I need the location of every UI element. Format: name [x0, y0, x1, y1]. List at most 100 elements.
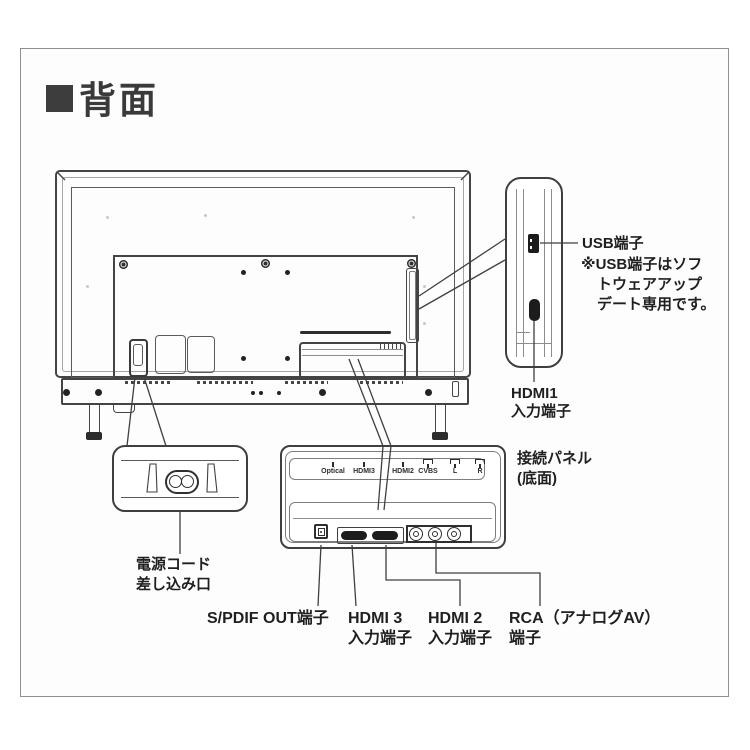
spdif-label: S/PDIF OUT端子 [207, 610, 329, 627]
screw-icon [259, 391, 263, 395]
rca-jack-center [451, 531, 457, 537]
screw-icon [119, 260, 128, 269]
usb-note-line3: デート専用です。 [597, 296, 716, 313]
usb-label: USB端子 [582, 235, 644, 252]
screw-icon [285, 270, 290, 275]
page-title: 背面 [46, 70, 159, 124]
screw-icon [277, 391, 281, 395]
port-tray [289, 502, 496, 542]
stand-leg-right [435, 404, 446, 433]
stand-bar [61, 378, 469, 405]
usb-port-notch [530, 239, 532, 242]
title-bullet-square [46, 85, 73, 112]
rca-plug-icon [423, 459, 433, 464]
vent-strip [360, 381, 403, 384]
power-caption-line1: 電源コード [136, 556, 212, 573]
side-panel-groove [551, 189, 552, 357]
vent-strip [125, 381, 171, 384]
hdmi2-port [372, 531, 398, 540]
vent-strip [285, 381, 328, 384]
screw-icon [319, 389, 326, 396]
rca-plug-icon [427, 464, 429, 468]
hdmi3-label-line2: 入力端子 [348, 630, 413, 647]
hdmi3-port [341, 531, 367, 540]
label-sticker [187, 336, 215, 373]
screw-mark-icon [106, 216, 109, 219]
io-housing-comb [388, 344, 389, 349]
rca-jack [409, 527, 423, 541]
hdmi1-label-line2: 入力端子 [511, 403, 572, 420]
rca-plug-icon [450, 459, 460, 464]
screw-mark-icon [423, 322, 426, 325]
port-tick-icon [332, 462, 334, 467]
c7-inlet-hole [181, 475, 194, 488]
screw-icon [95, 389, 102, 396]
screw-icon [63, 389, 70, 396]
screw-icon [285, 356, 290, 361]
stand-foot-left [86, 432, 102, 440]
io-housing-comb [396, 344, 397, 349]
rca-label-line1: RCA（アナログAV） [509, 610, 661, 627]
power-inlet-port-inner [133, 344, 143, 366]
optical-port-inner [318, 528, 325, 536]
io-port-housing [299, 342, 406, 379]
screw-icon [251, 391, 255, 395]
side-panel-groove [523, 189, 524, 357]
stand-foot-right [432, 432, 448, 440]
side-panel-groove [516, 189, 517, 357]
io-housing-comb [400, 344, 401, 349]
port-label-optical: Optical [321, 468, 345, 475]
hdmi1-port [529, 299, 540, 321]
port-label-l: L [452, 468, 458, 475]
rca-jack [447, 527, 461, 541]
rca-jack [428, 527, 442, 541]
connection-panel-caption-line2: (底面) [517, 470, 557, 487]
io-housing-comb [392, 344, 393, 349]
screw-icon [425, 389, 432, 396]
port-label-hdmi2: HDMI2 [392, 468, 414, 475]
port-tray-shelf [293, 518, 492, 519]
page-title-text: 背面 [79, 80, 159, 121]
screw-icon [241, 270, 246, 275]
screw-mark-icon [86, 285, 89, 288]
hdmi-port-bracket [337, 527, 404, 544]
io-housing-comb [384, 344, 385, 349]
screw-mark-icon [423, 285, 426, 288]
side-io-slot [406, 268, 419, 343]
side-io-slot-inner [409, 271, 416, 340]
port-label-hdmi3: HDMI3 [353, 468, 375, 475]
screw-icon [241, 356, 246, 361]
power-inlet-port [129, 339, 148, 377]
usb-note-line2: トウェアアップ [597, 276, 703, 293]
port-tick-icon [363, 462, 365, 467]
port-label-r: R [477, 468, 483, 475]
side-panel-detail [505, 177, 563, 368]
rca-jack-center [432, 531, 438, 537]
optical-port [314, 524, 328, 539]
stand-leg-left [89, 404, 100, 433]
label-sticker [155, 335, 186, 374]
rca-label-line2: 端子 [509, 630, 542, 647]
c7-inlet-outline [165, 470, 199, 494]
vent-slot [300, 331, 391, 334]
power-detail-line [121, 497, 239, 498]
connection-panel-inner [285, 451, 501, 543]
stand-bar-latch [452, 381, 459, 397]
connection-panel-caption-line1: 接続パネル [517, 450, 593, 467]
rca-plug-icon [479, 464, 481, 468]
port-tick-icon [402, 462, 404, 467]
io-housing-line [302, 355, 403, 356]
io-housing-line [302, 349, 403, 350]
rca-jack-center [413, 531, 419, 537]
usb-note-line1: ※USB端子はソフ [581, 256, 703, 273]
rca-jack-block [406, 525, 472, 543]
port-label-cvbs: CVBS [418, 468, 438, 475]
power-caption-line2: 差し込み口 [136, 576, 212, 593]
optical-port-dot [320, 531, 322, 533]
hdmi2-label-line2: 入力端子 [428, 630, 493, 647]
rca-plug-icon [454, 464, 456, 468]
screw-mark-icon [204, 214, 207, 217]
hdmi3-label-line1: HDMI 3 [348, 610, 403, 627]
power-detail-line [121, 460, 239, 461]
